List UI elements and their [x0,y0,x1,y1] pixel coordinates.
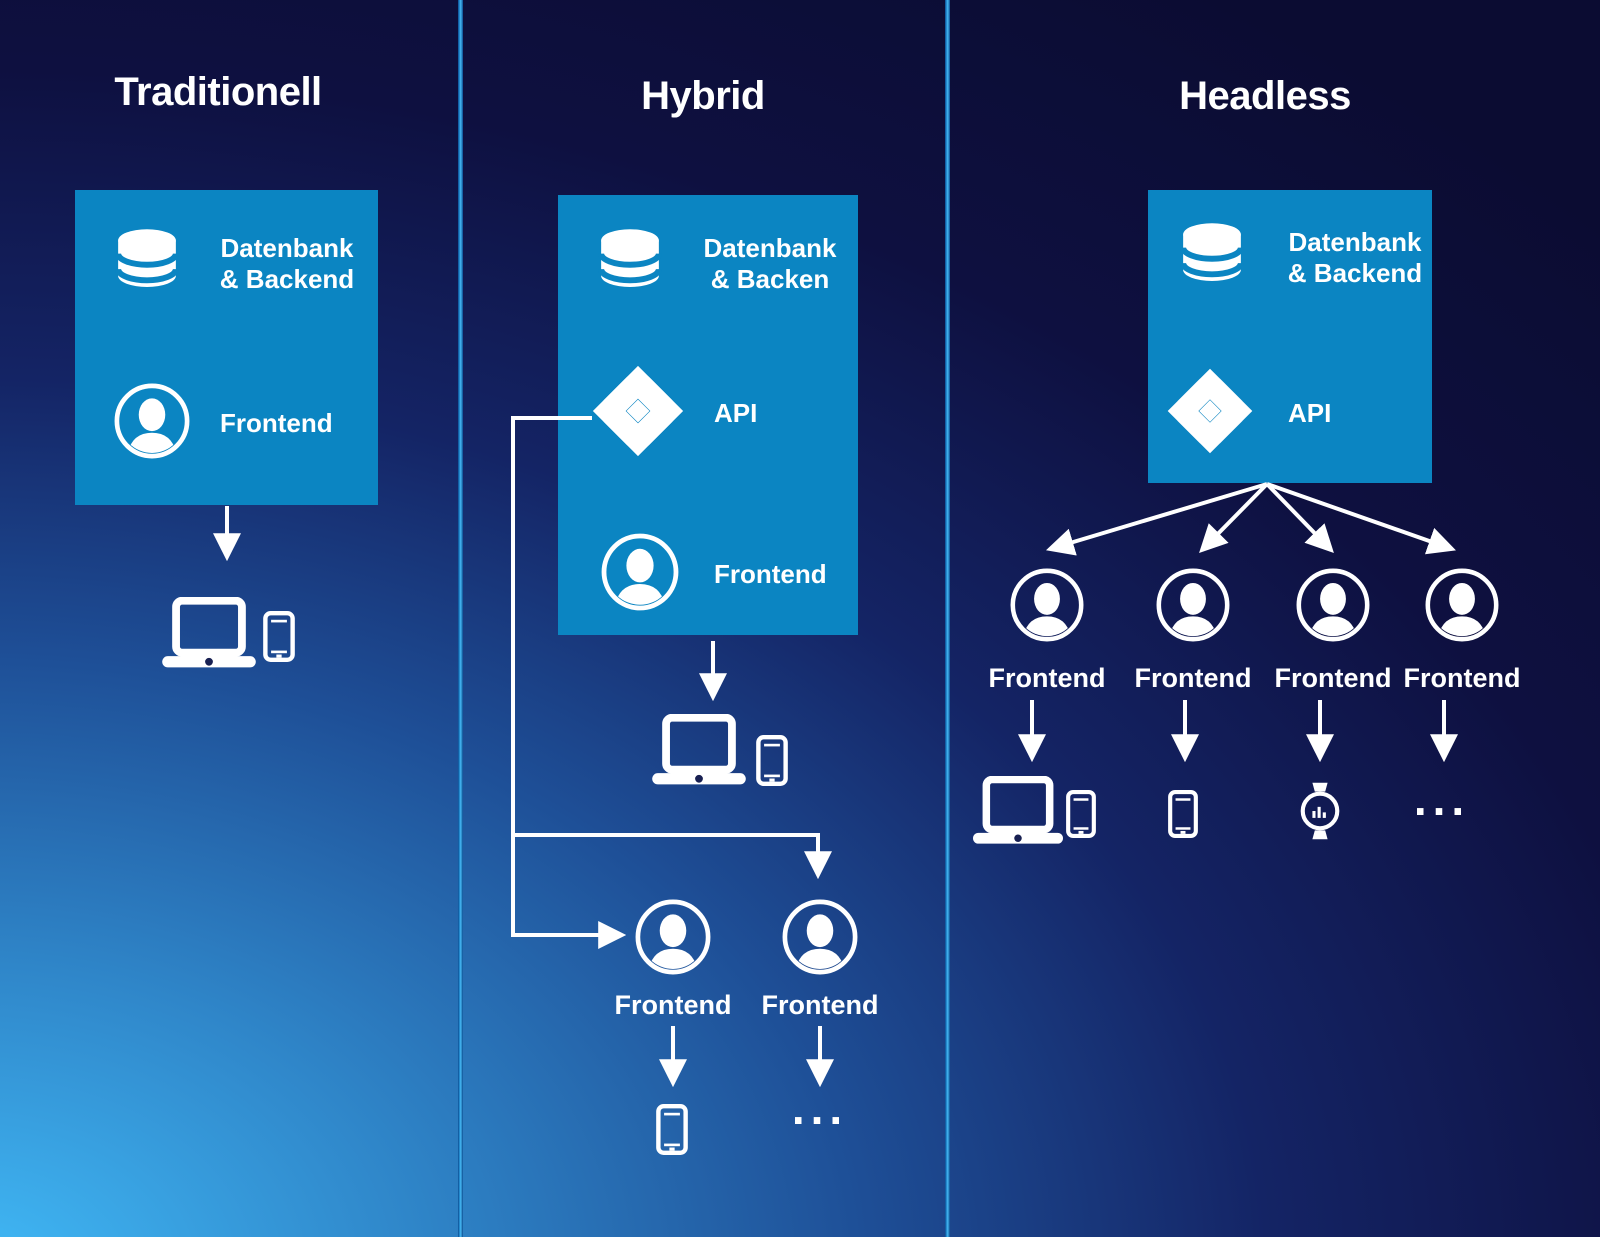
user-icon [1424,567,1500,643]
label-line: & Backen [710,264,830,294]
column-divider [458,0,463,1237]
column-title-traditionell: Traditionell [114,70,322,114]
user-icon [1155,567,1231,643]
user-icon [781,898,859,976]
database-icon [593,226,667,302]
smartwatch-icon [1299,782,1341,840]
ellipsis: ... [791,1082,849,1134]
label-line: & Backend [219,264,355,294]
fan-arrow [1199,482,1269,553]
panel-row-label: Datenbank & Backen [695,233,845,295]
panel-row-label: Datenbank & Backend [1280,227,1430,289]
database-icon [110,226,184,302]
frontend-label: Frontend [988,663,1106,693]
frontend-label: Frontend [614,990,732,1020]
frontend-label: Frontend [761,990,879,1020]
frontend-label: Frontend [1134,663,1252,693]
column-title-headless: Headless [1179,74,1351,118]
panel-row-label: API [714,398,758,428]
frontend-label: Frontend [1274,663,1392,693]
panel-row-label: Datenbank & Backend [212,233,362,295]
label-line: Datenbank [220,233,354,263]
panel-row-label: Frontend [220,408,333,438]
fan-arrow [1266,482,1456,555]
panel-row-label: API [1288,398,1332,428]
laptop-icon [968,776,1068,848]
user-icon [634,898,712,976]
laptop-icon [647,714,751,789]
label-line: Datenbank [1288,227,1422,257]
frontend-label: Frontend [1403,663,1521,693]
column-title-hybrid: Hybrid [641,74,765,118]
api-connector [511,416,627,949]
smartphone-icon [1168,790,1198,838]
api-icon [590,363,686,459]
api-icon [1165,366,1255,456]
database-icon [1175,220,1249,296]
fan-arrow [1045,482,1268,556]
user-icon [600,532,680,612]
label-line: & Backend [1287,258,1423,288]
smartphone-icon [656,1104,688,1155]
panel-row-label: Frontend [714,559,827,589]
api-connector-branch [513,833,832,880]
user-icon [1295,567,1371,643]
fan-arrow [1265,482,1334,554]
smartphone-icon [263,611,295,662]
ellipsis: ... [1413,773,1471,825]
laptop-icon [157,597,261,672]
user-icon [1009,567,1085,643]
column-divider [945,0,950,1237]
smartphone-icon [756,735,788,786]
label-line: Datenbank [703,233,837,263]
smartphone-icon [1066,790,1096,838]
user-icon [113,382,191,460]
